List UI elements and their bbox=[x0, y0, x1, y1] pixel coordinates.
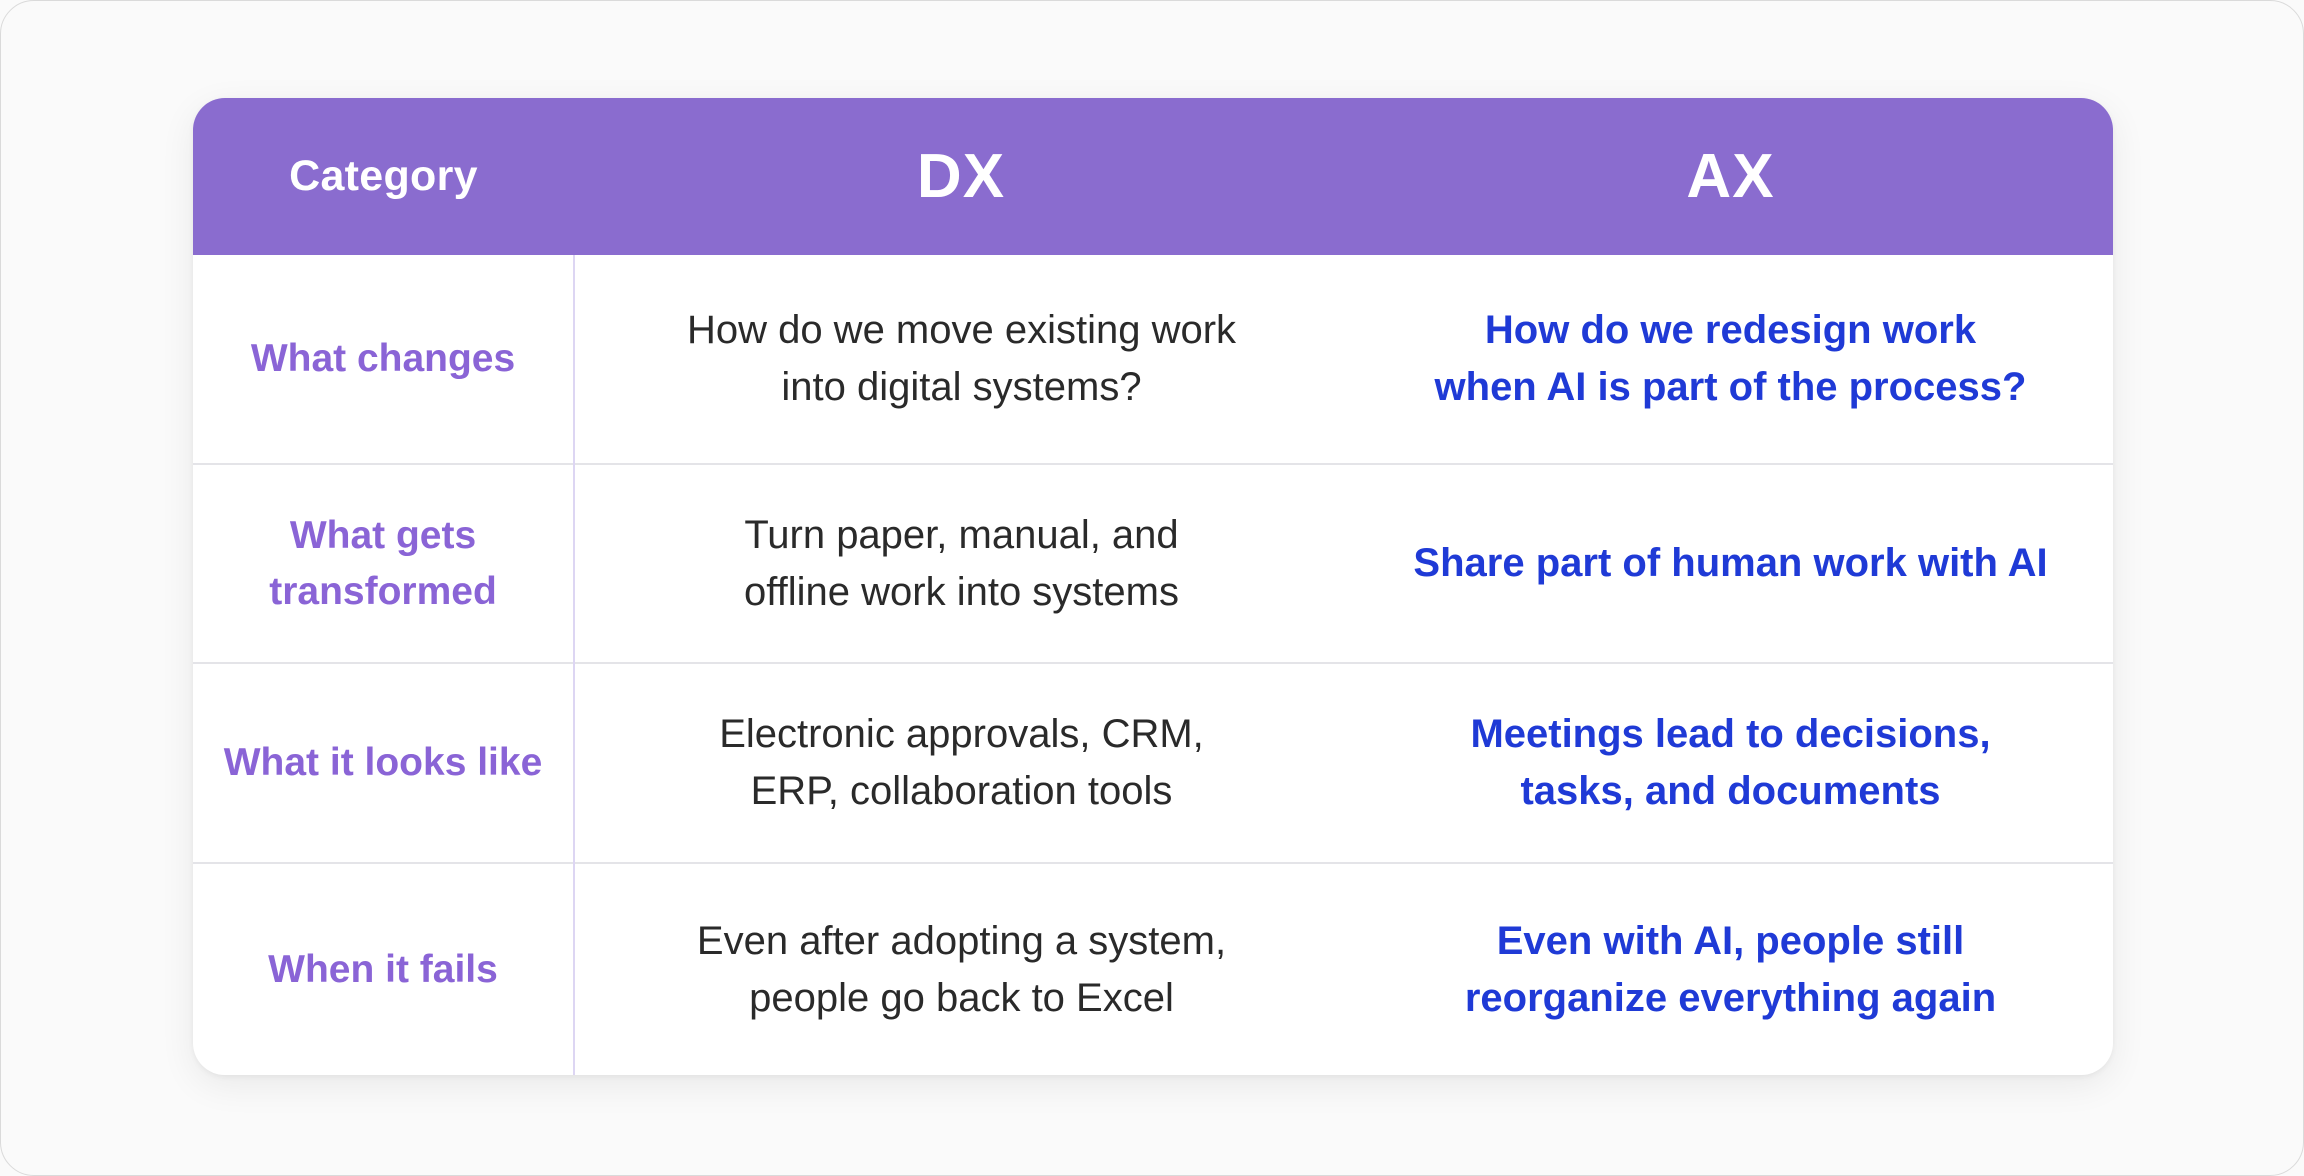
row-ax-cell: Meetings lead to decisions, tasks, and d… bbox=[1348, 662, 2113, 863]
row-category-label: When it fails bbox=[268, 947, 498, 991]
row-category-cell: When it fails bbox=[193, 862, 575, 1075]
row-ax-cell: Even with AI, people still reorganize ev… bbox=[1348, 862, 2113, 1075]
row-category-cell: What gets transformed bbox=[193, 463, 575, 663]
table-row: What gets transformed Turn paper, manual… bbox=[193, 463, 2113, 663]
row-ax-cell: How do we redesign work when AI is part … bbox=[1348, 255, 2113, 464]
header-category: Category bbox=[193, 98, 574, 255]
row-dx-text: ERP, collaboration tools bbox=[750, 769, 1173, 813]
table-row: When it fails Even after adopting a syst… bbox=[193, 862, 2113, 1075]
table-header: Category DX AX bbox=[193, 98, 2113, 255]
header-ax: AX bbox=[1348, 98, 2113, 255]
row-category-label: transformed bbox=[269, 569, 497, 613]
row-ax-text: How do we redesign work bbox=[1484, 308, 1977, 353]
row-ax-text: reorganize everything again bbox=[1464, 975, 1997, 1020]
row-dx-text: How do we move existing work bbox=[686, 308, 1237, 353]
row-ax-text: Share part of human work with AI bbox=[1413, 541, 2048, 586]
table-body: What changes How do we move existing wor… bbox=[193, 255, 2113, 1075]
row-dx-text: Even after adopting a system, bbox=[696, 918, 1227, 963]
row-ax-text: when AI is part of the process? bbox=[1434, 365, 2027, 409]
comparison-table: Category DX AX What changes How do we mo… bbox=[193, 98, 2113, 1075]
row-ax-text: Meetings lead to decisions, bbox=[1470, 712, 1991, 757]
comparison-card: Category DX AX What changes How do we mo… bbox=[193, 98, 2113, 1075]
row-dx-cell: How do we move existing work into digita… bbox=[574, 255, 1348, 464]
row-category-label: What it looks like bbox=[223, 741, 543, 785]
row-dx-text: offline work into systems bbox=[744, 569, 1179, 614]
row-ax-cell: Share part of human work with AI bbox=[1348, 463, 2113, 663]
row-dx-text: Electronic approvals, CRM, bbox=[719, 712, 1204, 757]
row-dx-text: Turn paper, manual, and bbox=[744, 512, 1179, 557]
row-category-cell: What changes bbox=[193, 255, 575, 464]
row-dx-text: into digital systems? bbox=[781, 365, 1142, 409]
row-category-label: What changes bbox=[250, 337, 516, 381]
row-ax-text: Even with AI, people still bbox=[1496, 918, 1965, 963]
row-dx-text: people go back to Excel bbox=[749, 975, 1174, 1020]
row-dx-cell: Electronic approvals, CRM, ERP, collabor… bbox=[574, 662, 1348, 863]
row-category-cell: What it looks like bbox=[193, 662, 575, 863]
header-dx: DX bbox=[574, 98, 1348, 255]
row-ax-text: tasks, and documents bbox=[1520, 769, 1941, 813]
table-row: What it looks like Electronic approvals,… bbox=[193, 662, 2113, 863]
row-dx-cell: Even after adopting a system, people go … bbox=[574, 862, 1348, 1075]
header-row: Category DX AX bbox=[193, 98, 2113, 255]
table-row: What changes How do we move existing wor… bbox=[193, 255, 2113, 464]
row-category-label: What gets bbox=[289, 514, 477, 558]
row-dx-cell: Turn paper, manual, and offline work int… bbox=[574, 463, 1348, 663]
